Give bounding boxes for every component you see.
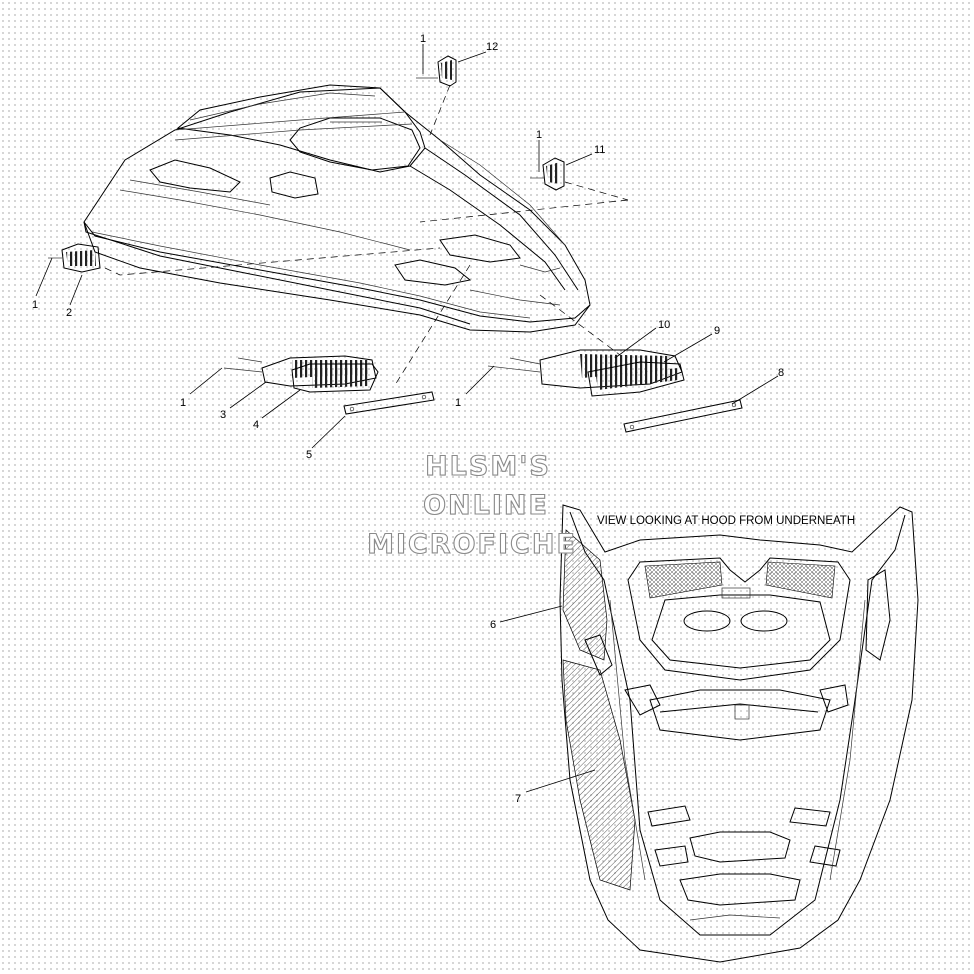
callout-10: 10 [658, 319, 670, 331]
watermark-line-3: MICROFICHE [367, 529, 577, 560]
callout-1: 1 [180, 397, 186, 409]
callout-2: 2 [66, 307, 72, 319]
part-12-side-vent [416, 55, 457, 87]
callout-12: 12 [486, 41, 498, 53]
callout-3: 3 [220, 409, 226, 421]
assembly-lines [104, 84, 629, 386]
watermark: HLSM'S ONLINE MICROFICHE [367, 450, 577, 560]
callout-labels: 1 12 1 11 1 2 10 9 1 3 4 5 1 8 6 7 [32, 33, 784, 805]
part-5-strip [343, 391, 435, 415]
callout-6: 6 [490, 619, 496, 631]
part-2-vent [48, 243, 101, 273]
hood-underside-view [559, 504, 919, 963]
part-8-strip [623, 399, 743, 433]
leader-lines [35, 44, 779, 793]
callout-1: 1 [32, 299, 38, 311]
callout-11: 11 [594, 144, 605, 156]
callout-9: 9 [714, 325, 720, 337]
callout-8: 8 [778, 367, 784, 379]
watermark-line-1: HLSM'S [425, 451, 551, 482]
callout-1: 1 [455, 397, 461, 409]
hood-assembly [83, 84, 591, 333]
callout-4: 4 [253, 419, 259, 431]
callout-5: 5 [306, 449, 312, 461]
callout-7: 7 [515, 793, 521, 805]
part-11-side-vent [530, 157, 565, 191]
view-caption: VIEW LOOKING AT HOOD FROM UNDERNEATH [597, 515, 855, 527]
watermark-line-2: ONLINE [423, 490, 549, 521]
part-3-4-louvers [223, 355, 379, 393]
callout-1: 1 [420, 33, 426, 45]
part-9-10-louvers [487, 349, 685, 397]
callout-1: 1 [536, 129, 542, 141]
